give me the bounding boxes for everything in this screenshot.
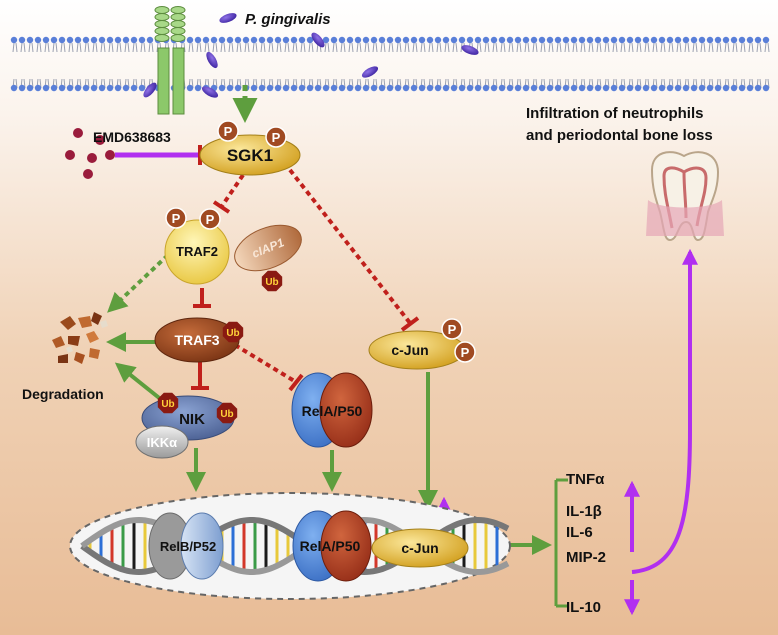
outcome-line-2: and periodontal bone loss xyxy=(526,127,713,144)
cytokine-item: IL-1β xyxy=(566,503,602,520)
degradation-fragments xyxy=(52,312,108,364)
ikka-node: IKKα xyxy=(135,425,189,459)
outcome-line-1: Infiltration of neutrophils xyxy=(526,105,703,122)
phospho-badge: P xyxy=(441,318,463,340)
ikka-label: IKKα xyxy=(147,435,177,450)
ubiquitin-badge: Ub xyxy=(157,392,179,414)
svg-text:P: P xyxy=(172,211,181,226)
svg-text:Ub: Ub xyxy=(226,328,239,339)
relb-p52-label: RelB/P52 xyxy=(160,539,216,554)
cytokine-item-down: IL-10 xyxy=(566,599,601,616)
svg-text:Ub: Ub xyxy=(220,409,233,420)
cytokine-list: TNFα IL-1β IL-6 MIP-2 IL-10 xyxy=(566,471,606,616)
ciap1-node: cIAP1 xyxy=(234,224,302,272)
sgk1-label: SGK1 xyxy=(227,146,273,165)
svg-text:Ub: Ub xyxy=(265,277,278,288)
phospho-badge: P xyxy=(165,207,187,229)
tooth-icon xyxy=(646,151,724,242)
phospho-badge: P xyxy=(454,341,476,363)
inhibitor-label: EMD638683 xyxy=(93,129,171,145)
svg-text:P: P xyxy=(224,124,233,139)
ubiquitin-badge: Ub xyxy=(216,402,238,424)
rela-p50-nuclear-label: RelA/P50 xyxy=(300,538,361,554)
rela-p50-nuclear: RelA/P50 xyxy=(292,510,372,582)
phospho-badge: P xyxy=(265,126,287,148)
cytokine-item: MIP-2 xyxy=(566,549,606,566)
cjun-nuclear: c-Jun xyxy=(371,528,469,568)
cell-membrane xyxy=(10,36,770,92)
svg-text:P: P xyxy=(272,130,281,145)
phospho-badge: P xyxy=(199,208,221,230)
degradation-label: Degradation xyxy=(22,386,104,402)
traf3-label: TRAF3 xyxy=(174,332,219,348)
traf2-label: TRAF2 xyxy=(176,244,218,259)
svg-text:P: P xyxy=(461,345,470,360)
svg-text:P: P xyxy=(448,322,457,337)
nik-label: NIK xyxy=(179,411,205,428)
inhibitor-molecules xyxy=(65,128,115,179)
cytokine-item: TNFα xyxy=(566,471,605,488)
bacterium-label: P. gingivalis xyxy=(245,11,331,28)
cjun-label: c-Jun xyxy=(391,342,428,358)
traf2-node: TRAF2 xyxy=(164,219,230,285)
ubiquitin-badge: Ub xyxy=(261,270,283,292)
phospho-badge: P xyxy=(217,120,239,142)
cjun-nuclear-label: c-Jun xyxy=(401,540,438,556)
bacteria-cells xyxy=(143,13,479,98)
cytokine-item: IL-6 xyxy=(566,524,593,541)
traf3-node: TRAF3 xyxy=(154,317,240,363)
receptor xyxy=(154,6,186,115)
relb-p52-nuclear: RelB/P52 xyxy=(148,512,224,580)
svg-text:Ub: Ub xyxy=(161,399,174,410)
rela-p50-label: RelA/P50 xyxy=(302,403,363,419)
svg-text:P: P xyxy=(206,212,215,227)
rela-p50-node: RelA/P50 xyxy=(291,372,373,448)
cjun-node: c-Jun xyxy=(368,330,466,370)
ubiquitin-badge: Ub xyxy=(222,321,244,343)
